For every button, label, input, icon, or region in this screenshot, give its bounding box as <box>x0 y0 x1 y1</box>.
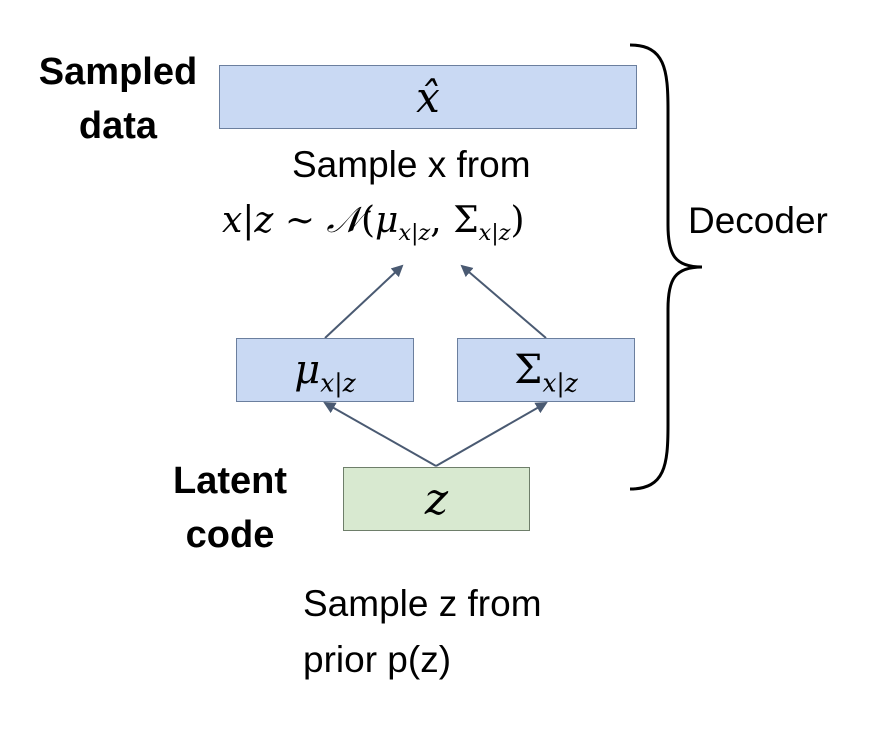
latent-z-symbol: z <box>424 473 449 525</box>
arrow-sigma-to-distribution <box>460 264 547 339</box>
sampled-data-line-2: data <box>78 105 158 147</box>
latent-code-label: Latent code <box>140 454 320 562</box>
covariance-sigma: Σ <box>514 347 543 393</box>
covariance-symbol: Σx|z <box>514 347 578 396</box>
formula-mu: μ <box>375 200 399 241</box>
sampled-data-label: Sampled data <box>28 45 208 153</box>
formula-close-paren: ) <box>510 200 525 241</box>
formula-comma: , <box>430 200 442 241</box>
formula-lhs: x|z <box>222 200 274 241</box>
arrow-z-to-sigma <box>435 402 548 467</box>
decoder-label: Decoder <box>688 200 828 241</box>
sample-z-line-1: Sample z from <box>303 583 542 624</box>
mean-symbol: μx|z <box>294 347 355 396</box>
mean-subscript: x|z <box>320 368 356 398</box>
mean-mu: μ <box>294 347 321 393</box>
covariance-box: Σx|z <box>457 338 635 402</box>
formula-open-paren: ( <box>360 200 376 241</box>
sampled-data-line-1: Sampled <box>38 51 198 93</box>
sample-x-from-text: Sample x from <box>292 144 531 185</box>
formula-normal: 𝒩 <box>326 200 361 241</box>
decoder-brace <box>629 43 703 491</box>
conditional-distribution-formula: x|z ∼ 𝒩(μx|z, Σx|z) <box>222 200 525 244</box>
formula-mu-subscript: x|z <box>398 219 431 246</box>
latent-z-box: z <box>343 467 530 531</box>
sample-z-line-2: prior p(z) <box>303 639 452 680</box>
mean-box: μx|z <box>236 338 414 402</box>
arrow-mu-to-distribution <box>324 264 404 339</box>
latent-code-line-1: Latent <box>173 460 287 502</box>
latent-code-line-2: code <box>185 514 275 556</box>
formula-sim: ∼ <box>284 200 316 241</box>
sample-z-from-text: Sample z from prior p(z) <box>303 576 542 688</box>
formula-sigma-subscript: x|z <box>478 219 511 246</box>
covariance-subscript: x|z <box>542 368 578 398</box>
sampled-x-hat-box: x̂ <box>219 65 637 129</box>
formula-sigma: Σ <box>453 200 479 241</box>
x-hat-symbol: x̂ <box>416 72 440 122</box>
arrow-z-to-mu <box>323 402 437 467</box>
